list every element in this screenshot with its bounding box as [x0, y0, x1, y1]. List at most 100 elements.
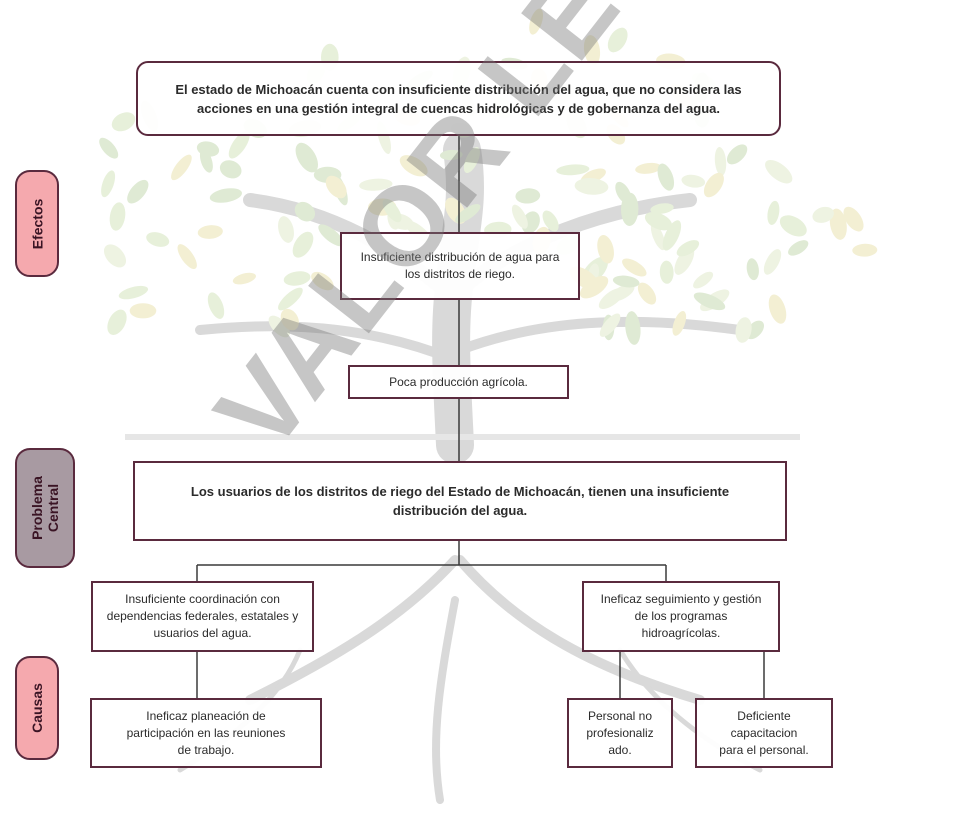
subcause-training-box: Deficiente capacitacion para el personal…: [695, 698, 833, 768]
cause-coordination-box: Insuficiente coordinación con dependenci…: [91, 581, 314, 652]
leaf-shape: [583, 35, 601, 66]
tree-root: [455, 555, 705, 705]
leaf-shape: [325, 175, 347, 199]
leaf-shape: [681, 174, 706, 188]
leaf-shape: [268, 315, 290, 338]
effects-label: Efectos: [15, 170, 59, 277]
central-problem-box: Los usuarios de los distritos de riego d…: [133, 461, 787, 541]
leaf-shape: [111, 112, 136, 132]
leaf-shape: [788, 240, 809, 256]
tree-branch: [455, 316, 745, 355]
leaf-shape: [109, 202, 126, 231]
tree-root: [431, 596, 459, 804]
leaf-shape: [292, 231, 314, 258]
leaf-shape: [672, 311, 687, 336]
leaf-shape: [280, 308, 299, 331]
leaf-shape: [556, 164, 590, 176]
leaf-shape: [852, 243, 878, 257]
leaf-shape: [311, 271, 334, 291]
leaf-shape: [644, 212, 673, 231]
leaf-shape: [103, 244, 127, 268]
leaf-shape: [625, 311, 641, 345]
leaf-shape: [278, 216, 294, 243]
cause-followup-box: Ineficaz seguimiento y gestión de los pr…: [582, 581, 780, 652]
leaf-shape: [318, 224, 344, 247]
central-problem-label-text: Problema Central: [29, 476, 61, 540]
leaf-shape: [171, 154, 192, 181]
leaf-shape: [278, 287, 303, 311]
leaf-shape: [283, 271, 311, 286]
leaf-shape: [196, 141, 220, 157]
leaf-shape: [197, 225, 223, 239]
leaf-shape: [579, 275, 609, 299]
subcause-planning-box: Ineficaz planeación de participación en …: [90, 698, 322, 768]
leaf-shape: [763, 249, 782, 275]
leaf-shape: [703, 172, 724, 198]
leaf-shape: [612, 275, 640, 288]
leaf-shape: [812, 206, 834, 223]
leaf-shape: [574, 178, 609, 195]
leaf-shape: [107, 309, 127, 335]
leaf-shape: [129, 303, 157, 319]
causes-label: Causas: [15, 656, 59, 760]
leaf-shape: [399, 155, 428, 177]
leaf-shape: [439, 149, 463, 161]
leaf-shape: [650, 222, 666, 251]
leaf-shape: [765, 159, 793, 184]
leaf-shape: [657, 163, 675, 191]
leaf-shape: [232, 272, 256, 285]
leaf-shape: [779, 215, 807, 237]
leaf-shape: [146, 232, 170, 247]
leaf-shape: [597, 234, 614, 264]
leaf-shape: [620, 192, 639, 226]
leaf-shape: [542, 210, 559, 232]
leaf-shape: [295, 142, 319, 173]
effects-label-text: Efectos: [29, 198, 46, 249]
leaf-shape: [359, 178, 393, 191]
leaf-shape: [735, 317, 752, 343]
leaf-shape: [529, 8, 544, 35]
leaf-shape: [511, 204, 528, 229]
leaf-shape: [622, 258, 647, 277]
causes-label-text: Causas: [29, 683, 45, 733]
leaf-shape: [294, 201, 316, 222]
leaf-shape: [659, 260, 674, 284]
leaf-shape: [676, 240, 700, 257]
leaf-shape: [515, 188, 541, 204]
leaf-shape: [118, 285, 149, 300]
effect-water-distribution-box: Insuficiente distribución de agua para l…: [340, 232, 580, 300]
leaf-shape: [599, 313, 621, 337]
leaf-shape: [99, 137, 119, 159]
leaf-shape: [650, 203, 674, 214]
leaf-shape: [382, 199, 402, 223]
leaf-shape: [455, 204, 481, 223]
leaf-shape: [726, 144, 748, 165]
leaf-shape: [207, 292, 225, 319]
leaf-shape: [767, 200, 780, 225]
leaf-shape: [829, 208, 847, 240]
leaf-shape: [127, 179, 149, 204]
leaf-shape: [607, 27, 628, 53]
leaf-shape: [637, 282, 657, 305]
leaf-shape: [209, 188, 242, 203]
subcause-staff-box: Personal no profesionaliz ado.: [567, 698, 673, 768]
leaf-shape: [662, 220, 682, 251]
leaf-shape: [693, 271, 714, 289]
leaf-shape: [463, 146, 480, 174]
tree-branch: [195, 321, 460, 365]
leaf-shape: [635, 162, 662, 174]
leaf-shape: [101, 170, 116, 198]
leaf-shape: [177, 244, 197, 270]
leaf-shape: [714, 147, 727, 176]
leaf-shape: [219, 160, 242, 179]
leaf-shape: [228, 130, 250, 159]
leaf-shape: [843, 206, 864, 232]
central-problem-label: Problema Central: [15, 448, 75, 568]
leaf-shape: [693, 292, 726, 311]
top-effect-box: El estado de Michoacán cuenta con insufi…: [136, 61, 781, 136]
effect-agricultural-production-box: Poca producción agrícola.: [348, 365, 569, 399]
leaf-shape: [768, 294, 787, 324]
